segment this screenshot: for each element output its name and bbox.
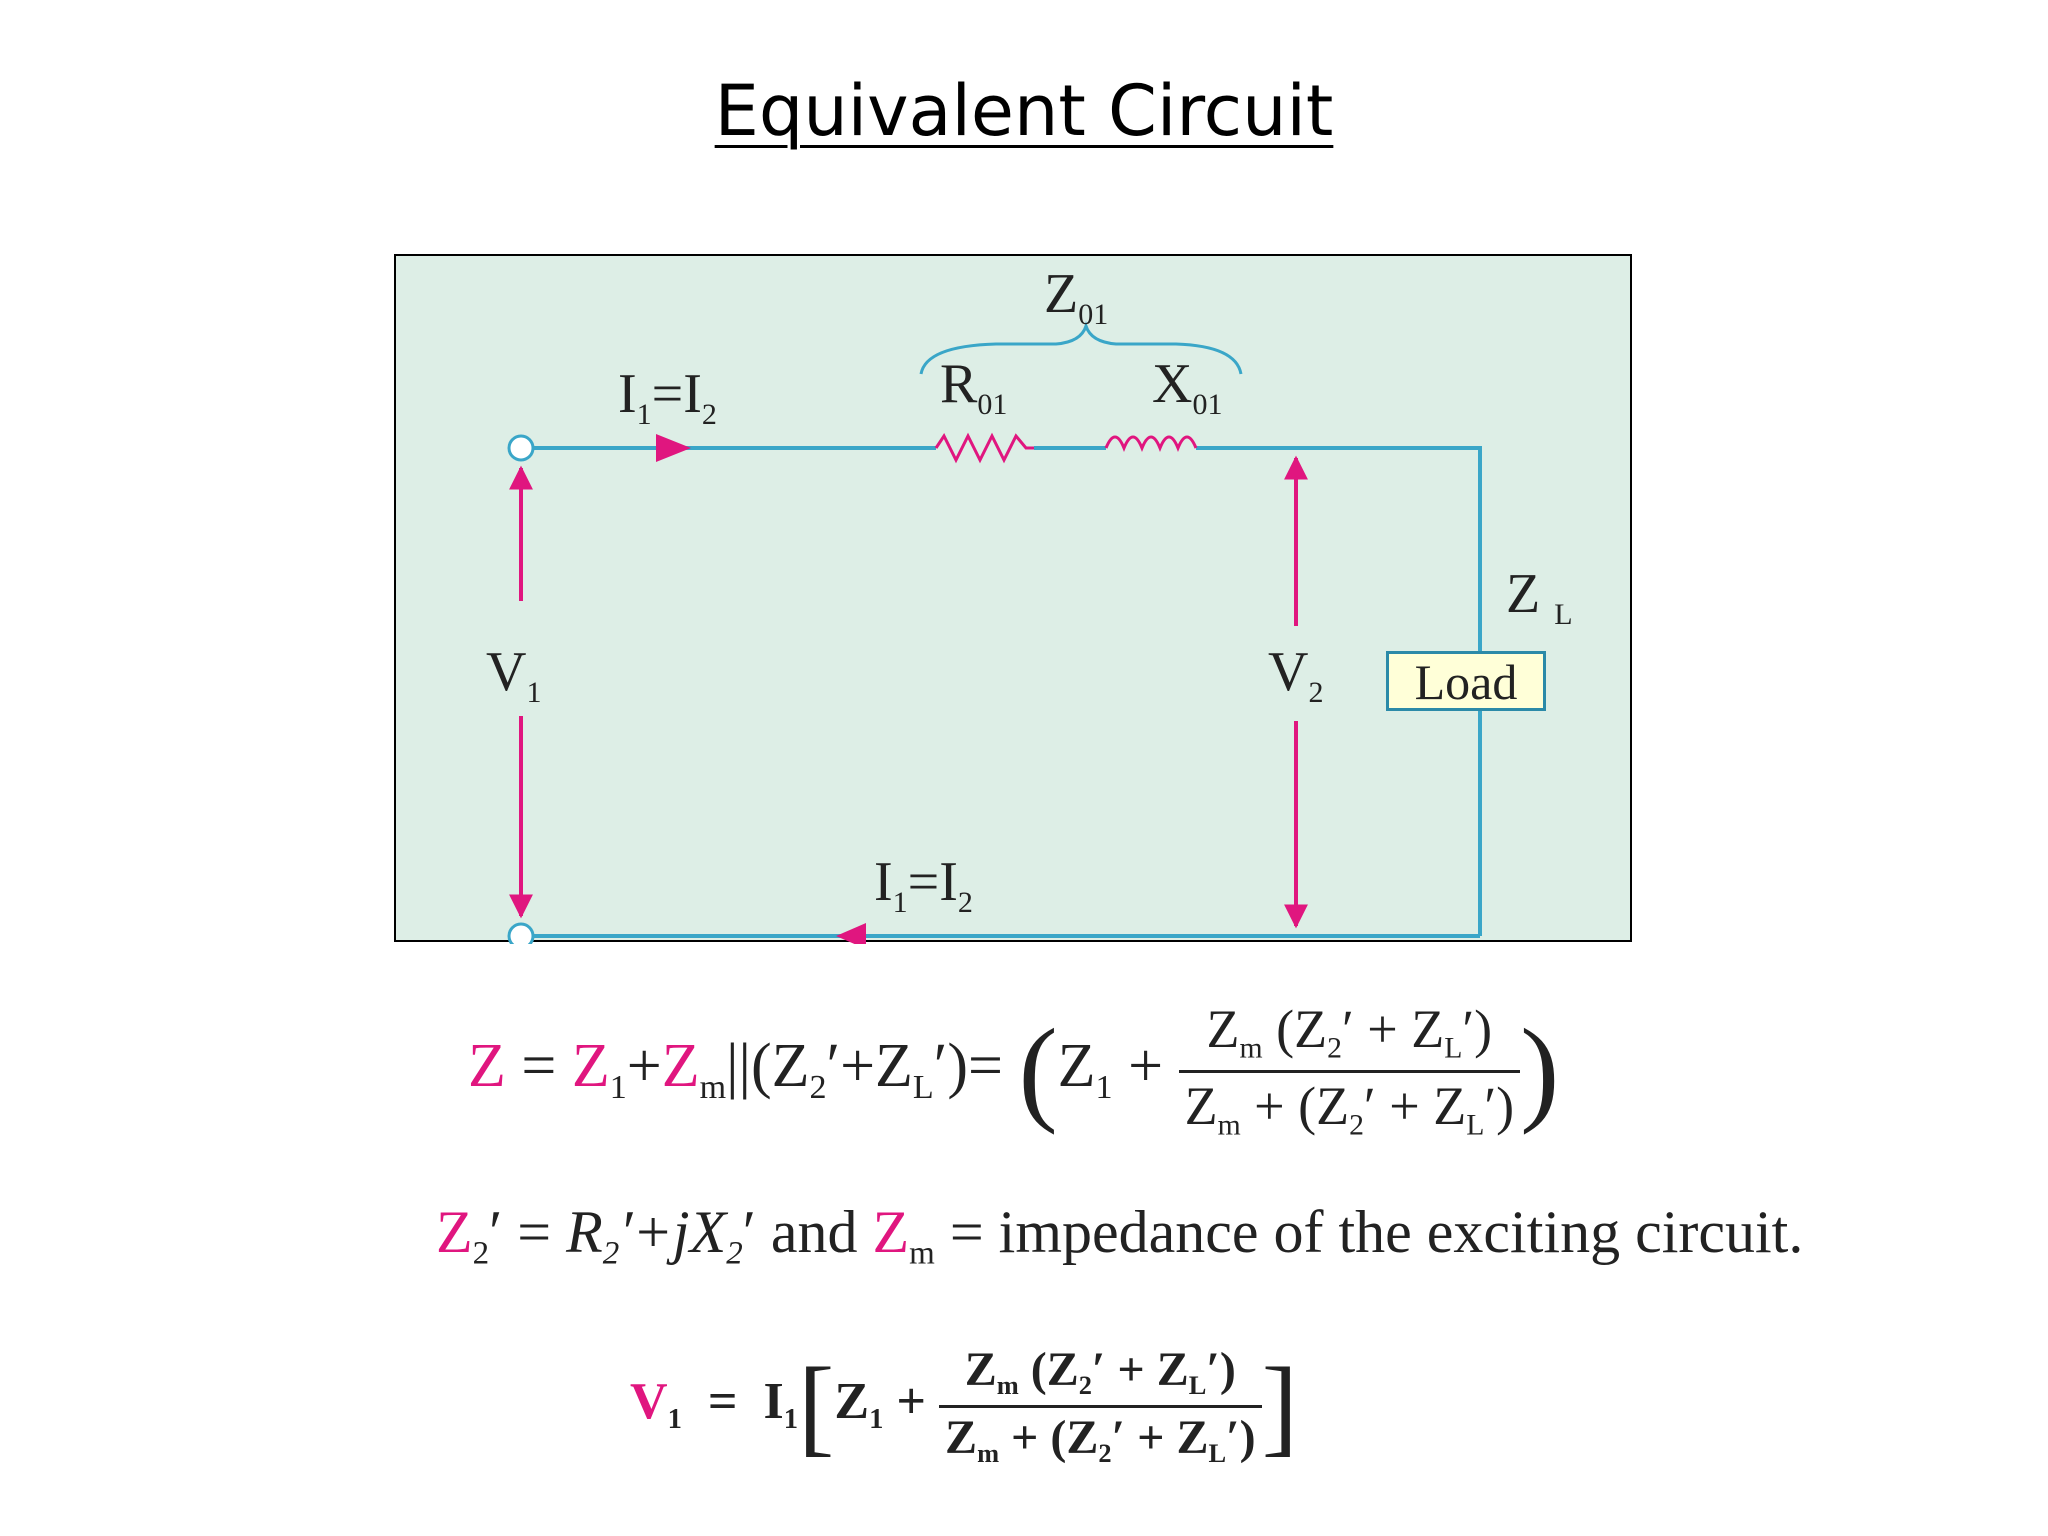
- equation-impedance-fraction: Zm (Z2′ + ZL′) Zm + (Z2′ + ZL′): [1178, 1002, 1521, 1141]
- terminal-bottom: [507, 922, 535, 944]
- equation-voltage: V1 = I1[Z1 + Zm (Z2′ + ZL′) Zm + (Z2′ + …: [630, 1343, 1298, 1468]
- inductor-x01: [1104, 435, 1198, 452]
- current-arrow-bottom: [836, 923, 866, 944]
- circuit-svg: [507, 320, 1482, 944]
- brace-z01: [919, 320, 1243, 375]
- resistor-r01: [934, 432, 1034, 464]
- page-title: Equivalent Circuit: [714, 70, 1334, 152]
- terminal-top: [507, 434, 535, 462]
- label-zl: Z L: [1506, 563, 1573, 631]
- label-v1: V1: [486, 641, 542, 709]
- load-box: Load: [1386, 651, 1546, 711]
- equation-voltage-fraction: Zm (Z2′ + ZL′) Zm + (Z2′ + ZL′): [939, 1346, 1262, 1466]
- circuit-diagram: Z01 R01 X01 I1=I2 I1=I2 V1 V2 Z L Load: [394, 254, 1632, 944]
- label-z01: Z01: [1044, 263, 1109, 331]
- equation-definitions: Z2′ = R2′+jX2′ and Zm = impedance of the…: [436, 1199, 1804, 1272]
- label-current-top: I1=I2: [618, 363, 717, 431]
- equation-impedance: Z = Z1+Zm||(Z2′+ZL′)= (Z1 + Zm (Z2′ + ZL…: [468, 999, 1560, 1142]
- current-arrow-top: [656, 434, 691, 462]
- wires: [521, 446, 1482, 938]
- top-wire-right: [1196, 446, 1482, 651]
- label-current-bottom: I1=I2: [874, 851, 973, 919]
- label-v2: V2: [1268, 641, 1324, 709]
- label-r01: R01: [940, 353, 1008, 421]
- label-x01: X01: [1152, 353, 1223, 421]
